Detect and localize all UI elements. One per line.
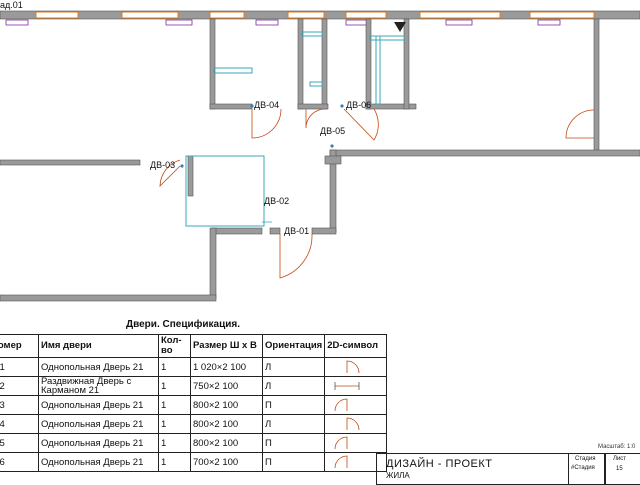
cell-orientation: П [261, 395, 326, 415]
door-tag-dv03: ДВ-03 [150, 160, 176, 170]
door-tag-dv01: ДВ-01 [284, 226, 310, 236]
cell-size: 750×2 100 [190, 376, 263, 396]
header-orientation: Ориентация [261, 334, 326, 358]
partitions [185, 31, 405, 227]
swing-left-symbol-icon [346, 360, 360, 374]
cell-size: 800×2 100 [190, 395, 263, 415]
cell-orientation: Л [261, 376, 326, 396]
cell-number: -02 [0, 376, 39, 396]
cell-number: -01 [0, 357, 39, 377]
cell-size: 800×2 100 [190, 414, 263, 434]
interior-walls [0, 18, 640, 302]
table-row: -04 Однопольная Дверь 21 1 800×2 100 Л [0, 414, 388, 434]
cell-symbol [324, 433, 388, 453]
cell-symbol [324, 414, 388, 434]
header-name: Имя двери [38, 334, 159, 358]
cell-size: 700×2 100 [190, 452, 263, 472]
pocket-door-symbol-icon [334, 382, 360, 390]
cell-number: -06 [0, 452, 39, 472]
cell-number: -04 [0, 414, 39, 434]
cell-orientation: Л [261, 414, 326, 434]
door-schedule-table: Номер Имя двери Кол-во Размер Ш х В Орие… [0, 334, 388, 472]
swing-right-symbol-icon [334, 455, 348, 469]
door-markers [180, 104, 344, 168]
swing-right-symbol-icon [334, 398, 348, 412]
sheet-corner-label: ад.01 [0, 0, 23, 10]
radiators [5, 19, 561, 26]
cell-name: Однопольная Дверь 21 [38, 395, 159, 415]
cell-orientation: П [261, 452, 326, 472]
cell-orientation: П [261, 433, 326, 453]
floor-plan [0, 10, 640, 302]
table-row: -01 Однопольная Дверь 21 1 1 020×2 100 Л [0, 357, 388, 377]
cell-symbol [324, 395, 388, 415]
header-size: Размер Ш х В [190, 334, 263, 358]
cell-qty: 1 [158, 357, 191, 377]
table-row: -06 Однопольная Дверь 21 1 700×2 100 П [0, 452, 388, 472]
cell-symbol [324, 452, 388, 472]
header-symbol: 2D-символ [324, 334, 388, 358]
table-header-row: Номер Имя двери Кол-во Размер Ш х В Орие… [0, 334, 388, 358]
sheet-label: Лист [613, 456, 627, 462]
cell-number: -05 [0, 433, 39, 453]
cell-name: Однопольная Дверь 21 [38, 433, 159, 453]
door-swings [159, 108, 595, 279]
header-number: Номер [0, 334, 39, 358]
scale-label: Масштаб: 1:0 [598, 444, 636, 450]
cell-symbol [324, 376, 388, 396]
project-title: ДИЗАЙН - ПРОЕКТ [386, 458, 493, 470]
cell-size: 800×2 100 [190, 433, 263, 453]
door-tag-dv02: ДВ-02 [264, 196, 290, 206]
cell-size: 1 020×2 100 [190, 357, 263, 377]
swing-right-symbol-icon [334, 436, 348, 450]
cell-symbol [324, 357, 388, 377]
sheet-number: 15 [616, 466, 623, 472]
cell-orientation: Л [261, 357, 326, 377]
schedule-title: Двери. Спецификация. [125, 319, 240, 330]
cell-name: Однопольная Дверь 21 [38, 452, 159, 472]
door-tag-dv05: ДВ-05 [320, 126, 346, 136]
north-marker [394, 22, 406, 32]
cell-qty: 1 [158, 395, 191, 415]
stage-value: #Стадия [571, 465, 595, 471]
cell-qty: 1 [158, 433, 191, 453]
header-qty: Кол-во [158, 334, 191, 358]
swing-left-symbol-icon [346, 417, 360, 431]
cell-qty: 1 [158, 414, 191, 434]
windows-top [35, 11, 595, 19]
cell-number: -03 [0, 395, 39, 415]
stage-label: Стадия [575, 456, 596, 462]
cell-name: Однопольная Дверь 21 [38, 357, 159, 377]
cell-name: Раздвижная Дверь с Карманом 21 [38, 376, 159, 396]
table-row: -05 Однопольная Дверь 21 1 800×2 100 П [0, 433, 388, 453]
cell-name: Однопольная Дверь 21 [38, 414, 159, 434]
door-tag-dv04: ДВ-04 [254, 100, 280, 110]
cell-qty: 1 [158, 452, 191, 472]
table-row: -02 Раздвижная Дверь с Карманом 21 1 750… [0, 376, 388, 396]
table-row: -03 Однопольная Дверь 21 1 800×2 100 П [0, 395, 388, 415]
cell-qty: 1 [158, 376, 191, 396]
door-tag-dv06: ДВ-06 [346, 100, 372, 110]
